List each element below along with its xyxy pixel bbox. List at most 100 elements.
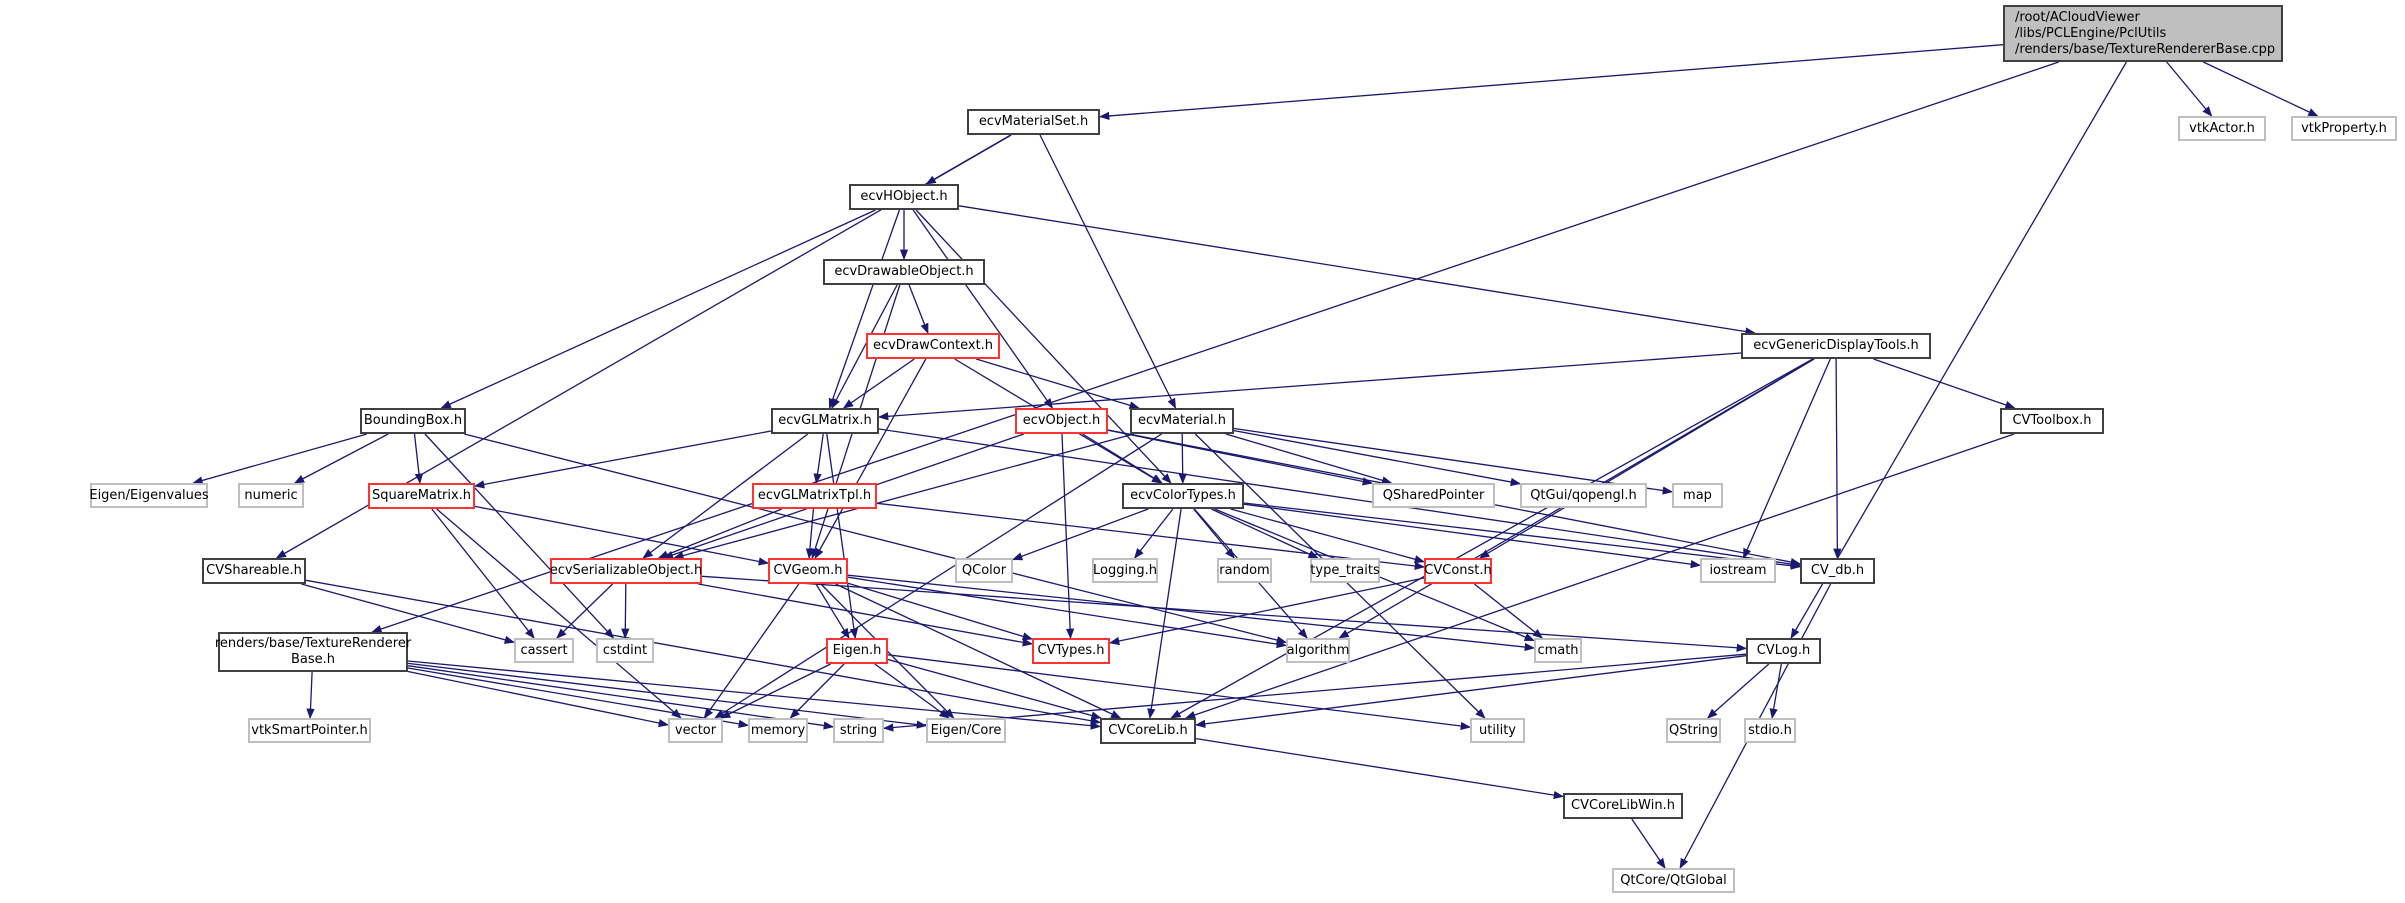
edge-ecvmaterial-to-qtguiqopengl	[1233, 429, 1522, 487]
edge-ecvmaterial-to-map	[1233, 427, 1674, 495]
node-qtcoreqtglobal: QtCore/QtGlobal	[1612, 868, 1735, 893]
edge-cvshareable-to-cassert	[301, 583, 516, 644]
node-qsharedpointer: QSharedPointer	[1372, 483, 1495, 508]
node-qcolor: QColor	[955, 558, 1013, 583]
node-eigenh[interactable]: Eigen.h	[826, 638, 888, 664]
edge-ecvgenericdisplaytools-to-cvcorelib	[1170, 358, 1814, 719]
edge-cvconst-to-cvtypes	[1108, 577, 1425, 646]
node-trbaseh[interactable]: renders/base/TextureRenderer Base.h	[215, 632, 411, 672]
edge-trbaseh-to-string	[407, 665, 835, 730]
edge-cvlog-to-stdioh	[1769, 663, 1782, 720]
edge-boundingbox-to-eigeneigenvalues	[192, 433, 368, 485]
node-iostream: iostream	[1700, 558, 1776, 583]
edge-cvcorelib-to-cvcorelibwin	[1195, 737, 1565, 800]
node-cassert: cassert	[514, 638, 574, 663]
node-cvgeom[interactable]: CVGeom.h	[768, 558, 848, 584]
node-cvcorelibwin[interactable]: CVCoreLibWin.h	[1563, 793, 1683, 819]
edge-ecvmaterial-to-ecvcolortypes	[1178, 433, 1187, 485]
edge-boundingbox-to-numeric	[293, 433, 389, 484]
edge-ecvcolortypes-to-iostream	[1243, 503, 1702, 569]
edge-ecvhobject-to-ecvgenericdisplaytools	[958, 205, 1756, 336]
edge-eigenh-to-cvcorelib	[887, 658, 1102, 720]
edge-ecvcolortypes-to-cvcorelib	[1147, 508, 1182, 720]
edge-root-to-cvlog	[1790, 61, 2127, 639]
node-memory: memory	[748, 718, 808, 743]
edge-cvtoolbox-to-cvcorelib	[1184, 433, 2015, 719]
edge-ecvmaterial-to-ecvserializableobject	[673, 433, 1134, 560]
node-eigeneigenvalues: Eigen/Eigenvalues	[89, 483, 209, 508]
edge-ecvhobject-to-boundingbox	[440, 209, 876, 409]
edge-root-to-ecvmaterialset	[1098, 44, 2004, 121]
edge-squarematrix-to-cvgeom	[474, 505, 770, 566]
edge-boundingbox-to-squarematrix	[413, 433, 424, 485]
edge-ecvcolortypes-to-type_traits	[1211, 508, 1319, 559]
node-random: random	[1217, 558, 1272, 583]
edge-ecvgenericdisplaytools-to-iostream	[1742, 358, 1831, 559]
node-ecvhobject[interactable]: ecvHObject.h	[849, 184, 959, 210]
edge-ecvglmatrixtpl-to-cvconst	[876, 502, 1426, 571]
edge-boundingbox-to-cstdint	[424, 433, 615, 639]
node-ecvcolortypes[interactable]: ecvColorTypes.h	[1122, 483, 1244, 509]
edge-cvconst-to-cmath	[1473, 583, 1544, 639]
node-eigencore: Eigen/Core	[926, 718, 1006, 743]
edge-cvshareable-to-cvcorelib	[305, 579, 1102, 725]
node-ecvmaterial[interactable]: ecvMaterial.h	[1130, 408, 1234, 434]
node-utility: utility	[1470, 718, 1525, 743]
node-ecvdrawcontext[interactable]: ecvDrawContext.h	[866, 333, 1000, 359]
edge-root-to-vtkactor	[2166, 61, 2213, 117]
edge-cvgeom-to-vector	[703, 583, 800, 719]
node-stdioh: stdio.h	[1744, 718, 1796, 743]
edge-trbaseh-to-vtksmartpointer	[306, 671, 315, 720]
node-ecvserializableobject[interactable]: ecvSerializableObject.h	[550, 558, 702, 584]
node-cvcorelib[interactable]: CVCoreLib.h	[1100, 718, 1196, 744]
node-ecvgenericdisplaytools[interactable]: ecvGenericDisplayTools.h	[1741, 333, 1931, 359]
node-root[interactable]: /root/ACloudViewer /libs/PCLEngine/PclUt…	[2003, 5, 2283, 62]
node-boundingbox[interactable]: BoundingBox.h	[360, 408, 466, 434]
edge-ecvgenericdisplaytools-to-ecvglmatrix	[877, 352, 1742, 421]
node-vtksmartpointer: vtkSmartPointer.h	[248, 718, 371, 743]
node-cvlog[interactable]: CVLog.h	[1746, 638, 1821, 664]
edge-cvgeom-to-algorithm	[847, 576, 1288, 649]
edge-cvgeom-to-eigenh	[815, 583, 850, 639]
edge-ecvglmatrix-to-ecvserializableobject	[642, 433, 809, 559]
edge-eigenh-to-vector	[719, 663, 831, 719]
edge-squarematrix-to-cassert	[431, 508, 535, 639]
edge-ecvgenericdisplaytools-to-cvtoolbox	[1873, 358, 2016, 409]
node-cvshareable[interactable]: CVShareable.h	[202, 558, 306, 584]
edge-cvlog-to-qstring	[1706, 663, 1770, 719]
node-squarematrix[interactable]: SquareMatrix.h	[368, 483, 475, 509]
node-cvconst[interactable]: CVConst.h	[1424, 558, 1492, 584]
edge-root-to-trbaseh	[371, 61, 2059, 633]
node-cstdint: cstdint	[596, 638, 654, 663]
edge-ecvdrawcontext-to-ecvglmatrix	[842, 358, 915, 409]
node-numeric: numeric	[238, 483, 304, 508]
edge-cvlog-to-string	[882, 653, 1747, 732]
edge-ecvhobject-to-ecvobject	[912, 209, 1053, 409]
edge-ecvcolortypes-to-random	[1193, 508, 1235, 559]
node-ecvdrawableobject[interactable]: ecvDrawableObject.h	[823, 259, 985, 285]
edge-ecvmaterial-to-vector	[714, 433, 1162, 719]
edge-ecvdrawableobject-to-ecvglmatrix	[831, 284, 898, 409]
node-qtguiqopengl: QtGui/qopengl.h	[1520, 483, 1647, 508]
node-ecvmaterialset[interactable]: ecvMaterialSet.h	[967, 109, 1100, 135]
edge-ecvhobject-to-ecvglmatrix	[828, 209, 901, 409]
edge-ecvglmatrix-to-squarematrix	[473, 430, 772, 489]
edge-ecvserializableobject-to-cassert	[556, 583, 614, 639]
edge-ecvobject-to-cvtypes	[1061, 433, 1075, 640]
node-cvtoolbox[interactable]: CVToolbox.h	[2000, 408, 2104, 434]
node-ecvglmatrixtpl[interactable]: ecvGLMatrixTpl.h	[752, 483, 877, 509]
node-cvtypes[interactable]: CVTypes.h	[1032, 638, 1110, 664]
node-vector: vector	[668, 718, 723, 743]
node-vtkproperty: vtkProperty.h	[2291, 116, 2397, 141]
edge-trbaseh-to-memory	[407, 667, 750, 728]
node-string: string	[833, 718, 884, 743]
edge-ecvglmatrixtpl-to-cvgeom	[805, 508, 815, 560]
edge-ecvglmatrix-to-eigenh	[826, 433, 859, 640]
node-cv_db[interactable]: CV_db.h	[1800, 558, 1875, 584]
edge-ecvmaterialset-to-ecvmaterial	[1039, 134, 1177, 409]
edge-ecvdrawableobject-to-ecvdrawcontext	[908, 284, 929, 334]
node-ecvglmatrix[interactable]: ecvGLMatrix.h	[771, 408, 879, 434]
node-ecvobject[interactable]: ecvObject.h	[1015, 408, 1108, 434]
